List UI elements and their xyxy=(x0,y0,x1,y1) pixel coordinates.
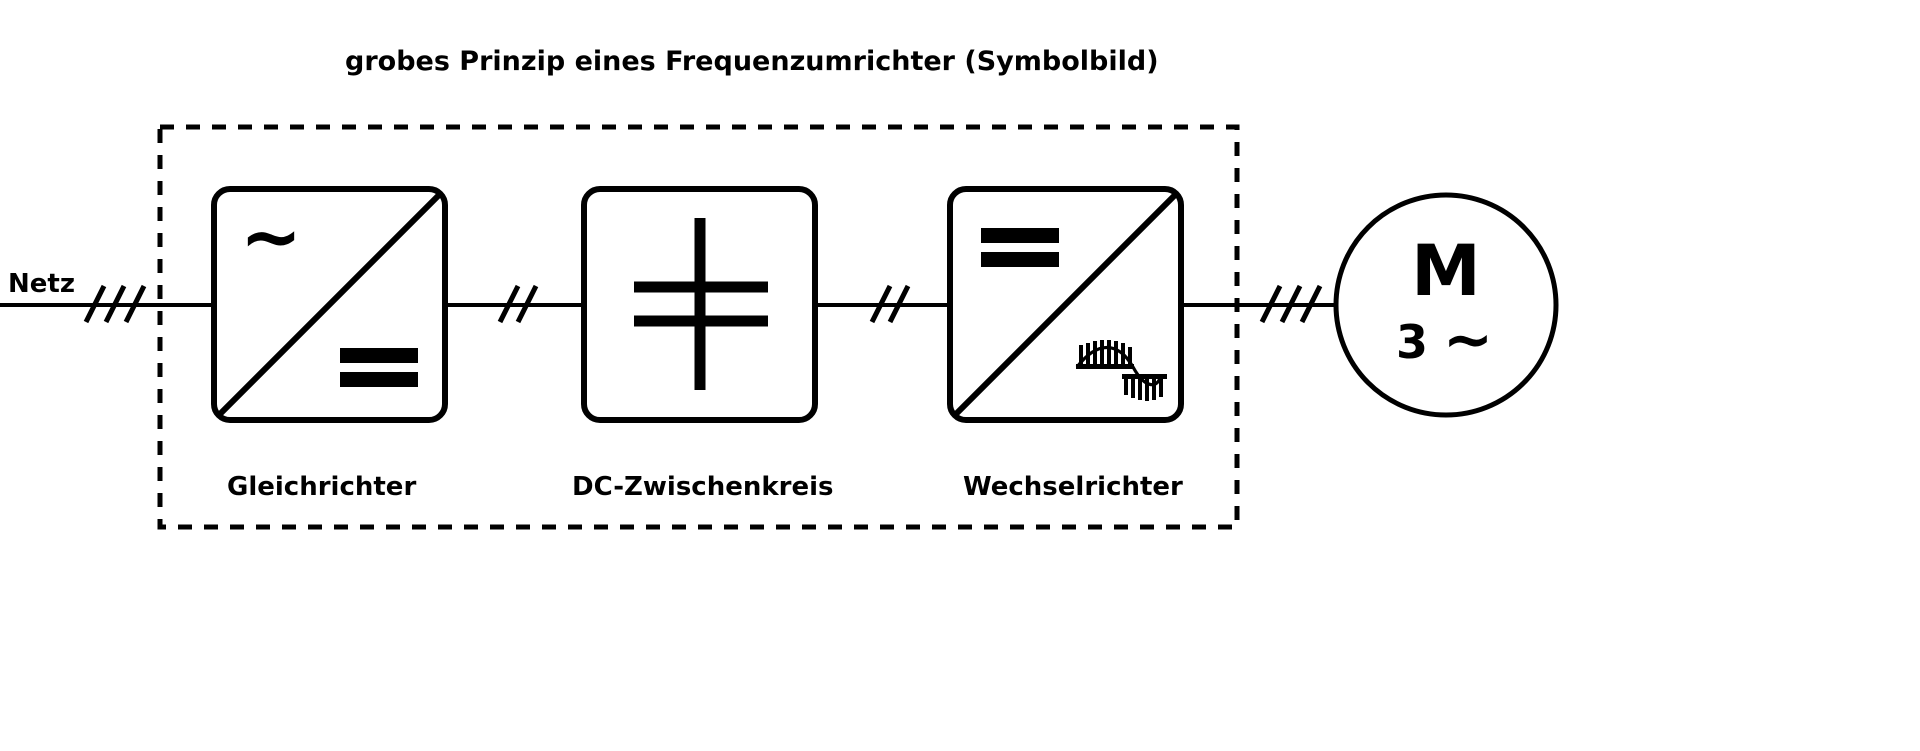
block-inverter[interactable]: Wechselrichter xyxy=(947,186,1184,502)
block-rectifier-label: Gleichrichter xyxy=(227,472,416,502)
phase-marks-inverter-motor xyxy=(1259,284,1323,324)
capacitor-icon xyxy=(634,218,768,390)
block-rectifier[interactable]: ~ Gleichrichter xyxy=(211,186,448,502)
motor-letter: M xyxy=(1411,230,1481,312)
block-dc-link[interactable]: DC-Zwischenkreis xyxy=(572,186,834,502)
page-title: grobes Prinzip eines Frequenzumrichter (… xyxy=(345,46,1159,77)
dc-symbol-icon xyxy=(340,348,418,387)
phase-marks-netz xyxy=(83,284,147,324)
pwm-waveform-icon xyxy=(1075,340,1167,401)
motor-ac-symbol-icon: ~ xyxy=(1443,305,1493,375)
block-dc-link-label: DC-Zwischenkreis xyxy=(572,472,834,502)
ac-symbol-icon: ~ xyxy=(240,194,302,280)
dc-symbol-icon xyxy=(981,228,1059,267)
frequenzumrichter-enclosure xyxy=(157,124,1240,530)
block-rectifier-divider xyxy=(214,189,445,420)
netz-label: Netz xyxy=(8,269,75,299)
motor-circle xyxy=(1333,192,1559,418)
phase-marks-rectifier-dclink xyxy=(497,284,539,324)
motor[interactable]: M 3 ~ xyxy=(1333,192,1559,418)
motor-phase-count: 3 xyxy=(1396,315,1428,369)
block-inverter-label: Wechselrichter xyxy=(963,472,1183,502)
block-inverter-divider xyxy=(950,189,1181,420)
phase-marks-dclink-inverter xyxy=(869,284,911,324)
